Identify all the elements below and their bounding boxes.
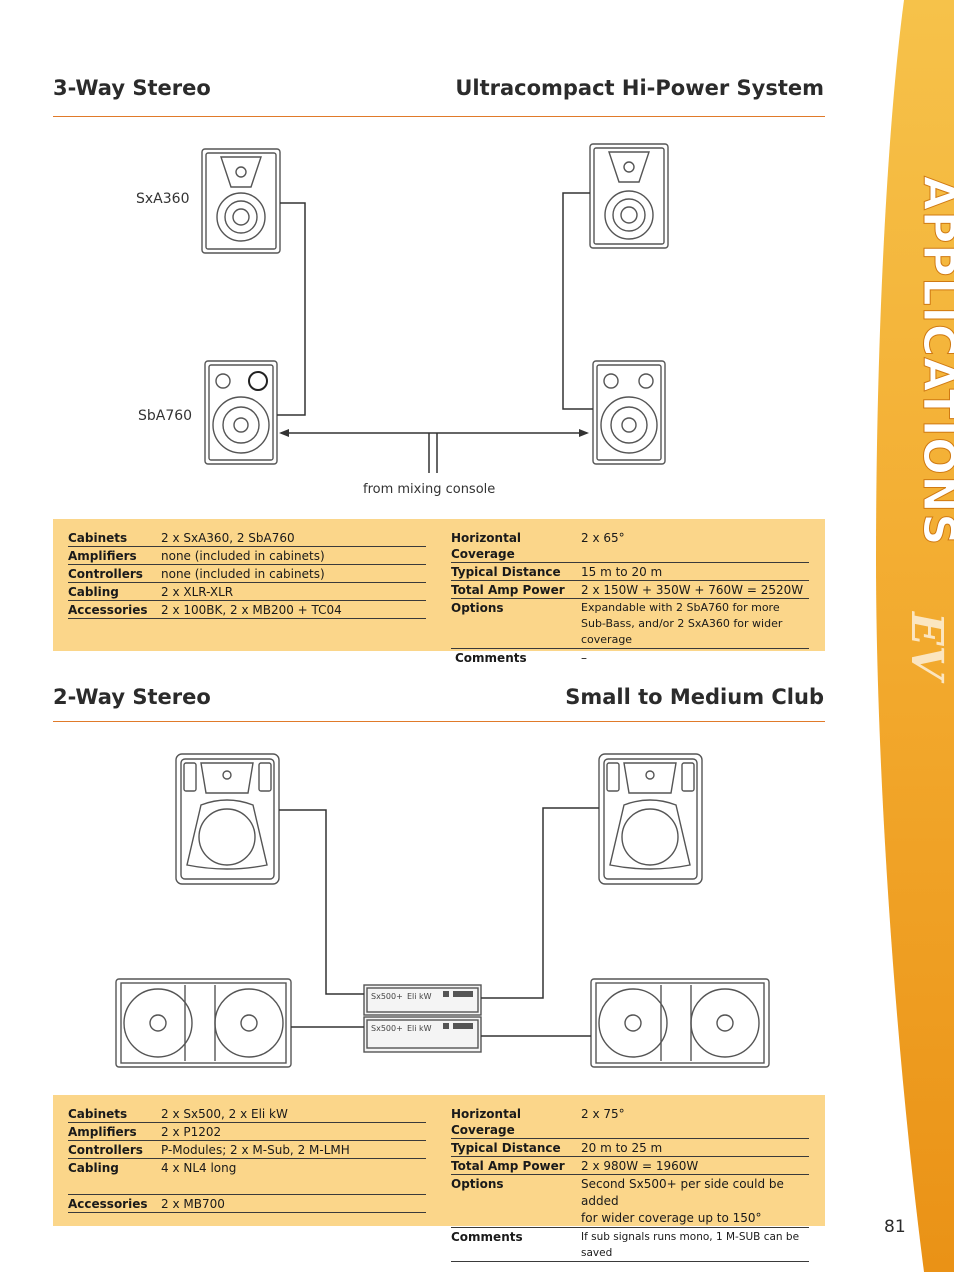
label-sxa360: SxA360 [136, 191, 189, 207]
section1-diagram: SxA360 SbA760 from mixing console [136, 143, 669, 497]
section2-title-right: Small to Medium Club [565, 685, 824, 709]
sx500-left-speaker [175, 753, 280, 885]
label-sba760: SbA760 [138, 408, 192, 424]
eli-kw-left-sub [115, 978, 292, 1068]
eli-kw-right-sub [590, 978, 770, 1068]
amp-label-sx500-2: Sx500+ [371, 1024, 403, 1033]
side-tab-title: APPLICATIONS [913, 176, 954, 546]
section1-rule [53, 116, 825, 117]
sba760-right-speaker [592, 360, 666, 465]
section1-title-right: Ultracompact Hi-Power System [455, 76, 824, 100]
page-number: 81 [884, 1217, 906, 1237]
p1202-amplifier-2 [363, 1016, 482, 1053]
amp-label-sx500-1: Sx500+ [371, 992, 403, 1001]
sx500-right-speaker [598, 753, 703, 885]
ev-logo: EV [901, 610, 952, 684]
sxa360-left-speaker [201, 148, 281, 254]
amp-label-eli-1: Eli kW [407, 992, 432, 1001]
spec-row: Comments– [455, 651, 587, 665]
section2-rule [53, 721, 825, 722]
sxa360-right-speaker [589, 143, 669, 249]
amp-label-eli-2: Eli kW [407, 1024, 432, 1033]
p1202-amplifier-1 [363, 984, 482, 1016]
section2-diagram: Sx500+ Eli kW Sx500+ Eli kW [115, 753, 770, 1068]
section2-cabling [279, 807, 599, 1037]
label-mixing-console: from mixing console [363, 482, 495, 497]
sba760-left-speaker [204, 360, 278, 465]
section1-cabling [277, 192, 593, 473]
applications-side-tab: APPLICATIONS EV [876, 0, 954, 1272]
section2-title-left: 2-Way Stereo [53, 685, 211, 709]
section1-title-left: 3-Way Stereo [53, 76, 211, 100]
